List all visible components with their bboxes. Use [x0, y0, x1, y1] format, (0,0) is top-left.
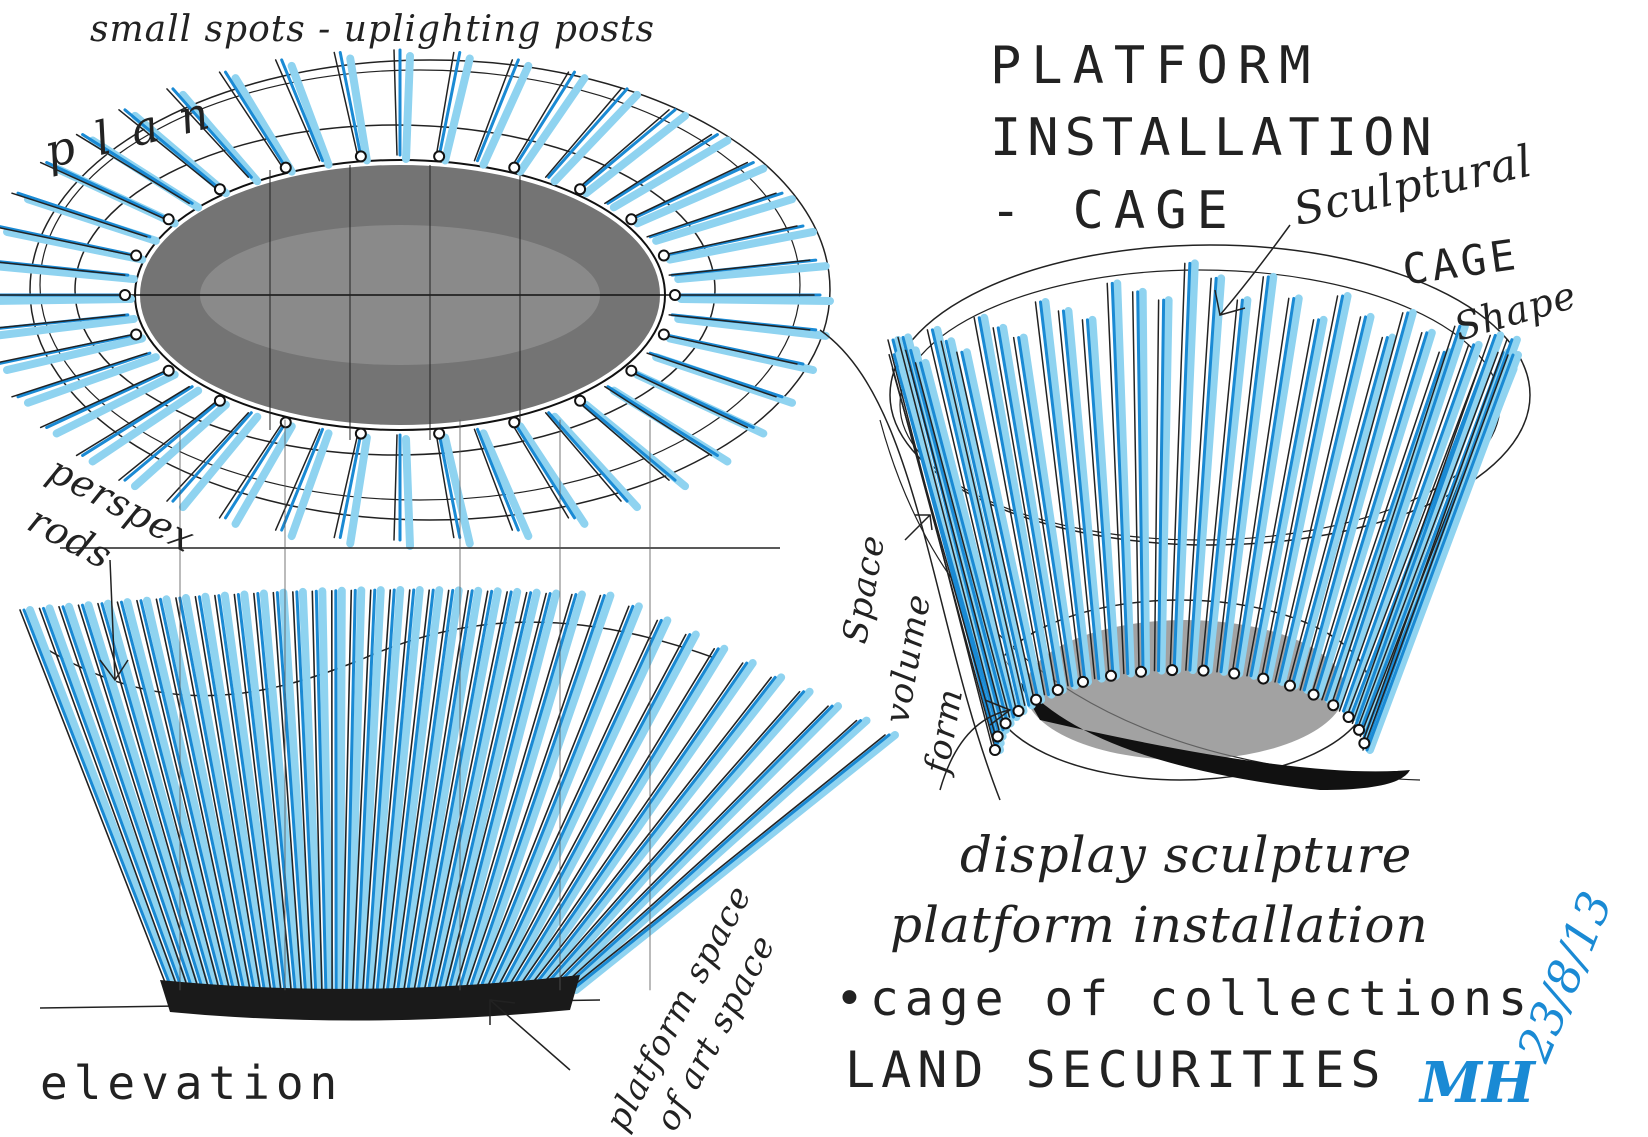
plan-spot-light: [131, 329, 141, 339]
plan-rod-blue: [477, 429, 518, 530]
plan-rod-glow: [681, 299, 830, 301]
plan-spot-light: [281, 163, 291, 173]
plan-rod-glow: [406, 56, 410, 159]
platform-installation-note: platform installation: [890, 900, 1429, 950]
plan-rod-ink: [661, 334, 797, 364]
perspective-spot-light: [1053, 685, 1063, 695]
plan-spot-light: [509, 417, 519, 427]
display-sculpture-note: display sculpture: [960, 830, 1412, 880]
plan-spot-light: [626, 214, 636, 224]
perspective-spot-light: [1167, 665, 1177, 675]
perspective-spot-light: [1013, 706, 1023, 716]
plan-spot-light: [659, 329, 669, 339]
elevation-rod-glow: [340, 591, 342, 990]
plan-spot-light: [575, 396, 585, 406]
plan-rod-ink: [394, 50, 397, 155]
plan-spot-light: [356, 151, 366, 161]
plan-spot-light: [131, 251, 141, 261]
elevation-label: elevation: [40, 1060, 343, 1106]
land-securities-note: LAND SECURITIES: [845, 1045, 1387, 1095]
plan-rod-blue: [549, 89, 627, 177]
perspective-spot-light: [1229, 669, 1239, 679]
perspective-spot-light: [1285, 681, 1295, 691]
plan-rod-glow: [236, 78, 292, 172]
perspective-spot-light: [1198, 666, 1208, 676]
plan-rod-glow: [7, 232, 142, 260]
elevation-rods: [20, 590, 895, 990]
title-line-3: - CAGE: [990, 185, 1238, 237]
plan-rod-glow: [0, 299, 131, 301]
plan-rod-ink: [647, 193, 776, 237]
cage-base-wash: [1025, 620, 1345, 760]
plan-rod-blue: [580, 401, 675, 480]
plan-spot-light: [164, 366, 174, 376]
perspective-spot-light: [1344, 712, 1354, 722]
small-spots-note: small spots - uplighting posts: [90, 12, 655, 48]
space-arrow: [905, 515, 932, 540]
perspective-spot-light: [1309, 690, 1319, 700]
plan-spot-light: [215, 184, 225, 194]
plan-rod-ink: [577, 110, 669, 189]
plan-rod-glow: [483, 433, 528, 536]
plan-rod-ink: [605, 387, 712, 456]
plan-spot-light: [215, 396, 225, 406]
plan-spot-light: [164, 214, 174, 224]
plan-rod-blue: [226, 422, 286, 518]
perspective-spot-light: [1106, 671, 1116, 681]
perspective-spot-light: [1258, 674, 1268, 684]
plan-spot-light: [434, 429, 444, 439]
perspective-spot-light: [1136, 667, 1146, 677]
perspective-spot-light: [1031, 695, 1041, 705]
title-line-1: PLATFORM: [990, 40, 1320, 92]
plan-spot-light: [434, 151, 444, 161]
signature: MH: [1420, 1055, 1535, 1111]
plan-spot-light: [281, 417, 291, 427]
plan-rod-glow: [614, 141, 728, 208]
perspective-spot-light: [993, 731, 1003, 741]
perspective-spot-light: [1078, 677, 1088, 687]
plan-rod-blue: [608, 387, 718, 456]
plan-rod-ink: [394, 435, 397, 540]
plan-rod-glow: [670, 232, 813, 260]
perspective-view-drawing: [880, 245, 1530, 790]
plan-spot-light: [509, 163, 519, 173]
plan-spot-light: [626, 366, 636, 376]
plan-spot-light: [575, 184, 585, 194]
plan-spot-light: [120, 290, 130, 300]
plan-spot-light: [670, 290, 680, 300]
perspective-spot-light: [990, 745, 1000, 755]
plan-rod-blue: [282, 60, 323, 161]
title-line-2: INSTALLATION: [990, 112, 1438, 164]
plan-spot-light: [356, 429, 366, 439]
plan-rod-glow: [406, 439, 410, 546]
perspective-spot-light: [1328, 700, 1338, 710]
perspective-spot-light: [1354, 725, 1364, 735]
cage-of-collections-note: •cage of collections: [835, 975, 1533, 1023]
perspective-spot-light: [1359, 738, 1369, 748]
plan-rod-blue: [631, 371, 753, 428]
plan-spot-light: [659, 251, 669, 261]
perspective-spot-light: [1001, 718, 1011, 728]
plan-rod-glow: [292, 66, 329, 165]
